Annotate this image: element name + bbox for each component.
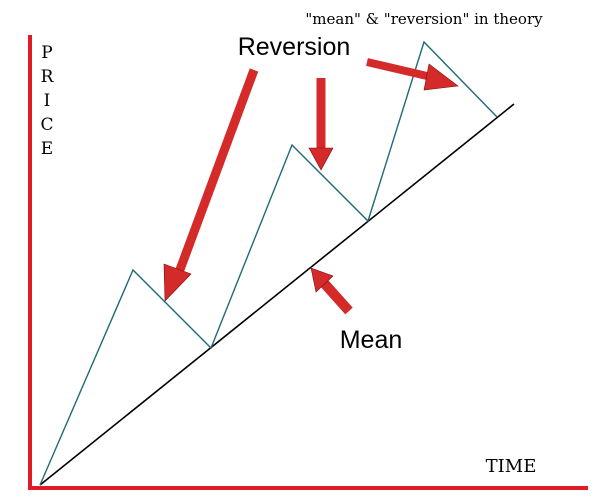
mean-label: Mean xyxy=(340,326,403,354)
arrow-to-second-reversion xyxy=(308,78,334,171)
y-axis-label-letter: I xyxy=(44,91,51,111)
y-axis-label-letter: E xyxy=(41,139,53,159)
y-axis-label-letter: R xyxy=(41,67,55,87)
y-axis-label-letter: C xyxy=(40,115,53,135)
arrow-to-first-reversion xyxy=(163,68,259,302)
price-line xyxy=(39,40,498,486)
arrow-to-mean-line xyxy=(310,267,353,315)
arrow-to-third-reversion xyxy=(366,58,459,91)
diagram-title: "mean" & "reversion" in theory xyxy=(305,10,543,28)
reversion-label: Reversion xyxy=(238,33,351,61)
mean-line xyxy=(39,103,515,486)
x-axis-label: TIME xyxy=(486,456,537,477)
y-axis-label-letter: P xyxy=(41,43,52,63)
